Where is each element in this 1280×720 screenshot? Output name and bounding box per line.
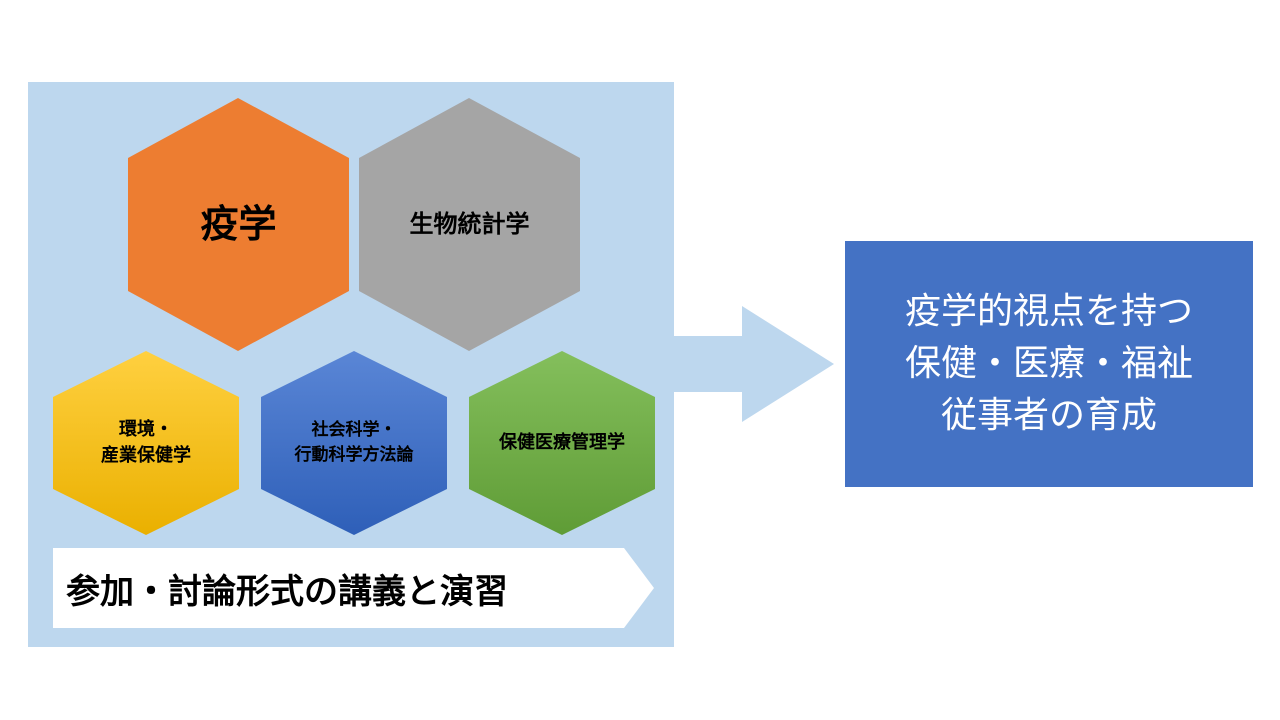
epidemiology-label: 疫学: [200, 201, 277, 246]
social-line-1: 社会科学・: [311, 420, 397, 441]
right-arrow: [674, 306, 834, 422]
environmental-line-2: 産業保健学: [101, 445, 191, 466]
hexagon-biostatistics: [359, 98, 580, 351]
hexagon-social-behavioral-science: [261, 351, 447, 535]
outcome-line-3: 従事者の育成: [940, 395, 1157, 437]
outcome-line-1: 疫学的視点を持つ: [904, 290, 1193, 332]
hexagon-health-management: [469, 351, 655, 535]
environmental-line-1: 環境・: [119, 418, 173, 440]
banner-shape: [53, 548, 654, 628]
outcome-line-2: 保健・医療・福祉: [904, 342, 1193, 384]
outcome-box: 疫学的視点を持つ 保健・医療・福祉 従事者の育成: [845, 241, 1253, 487]
environmental-health-label: 環境・ 産業保健学: [53, 397, 239, 489]
banner-label: 参加・討論形式の講義と演習: [66, 571, 508, 612]
social-line-2: 行動科学方法論: [294, 445, 414, 465]
biostatistics-label: 生物統計学: [409, 210, 530, 239]
health-management-label: 保健医療管理学: [499, 431, 625, 453]
hexagon-environmental-health: [53, 351, 239, 535]
social-behavioral-label: 社会科学・ 行動科学方法論: [261, 397, 447, 489]
hexagon-epidemiology: [128, 98, 349, 351]
